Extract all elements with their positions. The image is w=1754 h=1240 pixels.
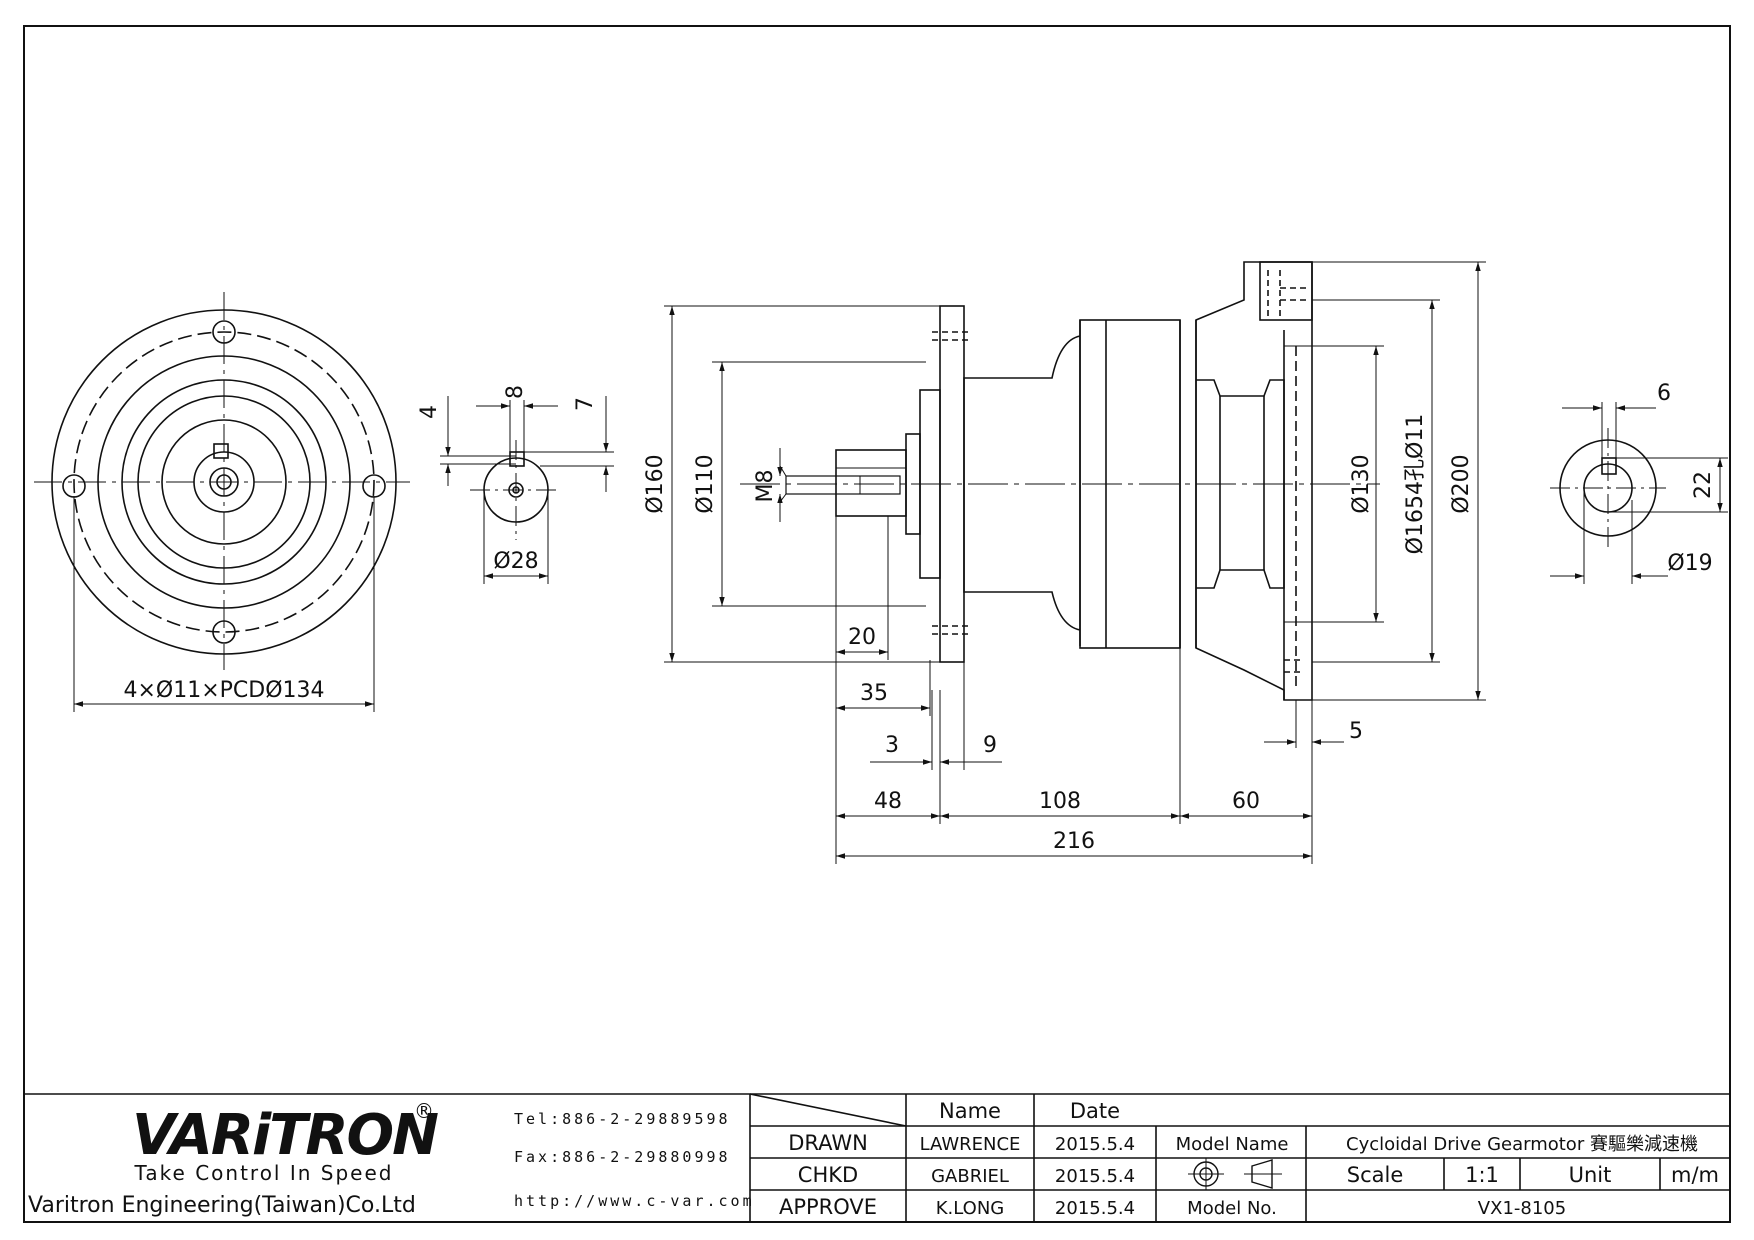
input-shaft-diameter-label: Ø28 — [493, 549, 538, 574]
output-shaft-height-label: 22 — [1691, 471, 1716, 499]
unit-label: Unit — [1569, 1163, 1612, 1187]
len-60-label: 60 — [1232, 789, 1260, 814]
registered-mark: ® — [414, 1099, 434, 1123]
dia-160-label: Ø160 — [643, 454, 668, 513]
role-checked: CHKD — [798, 1163, 858, 1187]
date-drawn: 2015.5.4 — [1055, 1134, 1135, 1155]
company-name: Varitron Engineering(Taiwan)Co.Ltd — [28, 1193, 416, 1218]
brand-logo: VARiTRON — [132, 1103, 438, 1168]
input-key-depth-label: 4 — [417, 405, 442, 419]
header-date: Date — [1070, 1099, 1120, 1123]
name-approve: K.LONG — [936, 1198, 1005, 1219]
len-9-label: 9 — [983, 733, 997, 758]
dia-130-label: Ø130 — [1349, 454, 1374, 513]
company-fax: Fax:886-2-29880998 — [514, 1148, 731, 1166]
model-no-label: Model No. — [1187, 1198, 1277, 1219]
name-drawn: LAWRENCE — [920, 1134, 1021, 1155]
output-shaft-diameter-label: Ø19 — [1667, 551, 1712, 576]
len-48-label: 48 — [874, 789, 902, 814]
len-35-label: 35 — [860, 681, 888, 706]
date-checked: 2015.5.4 — [1055, 1166, 1135, 1187]
len-108-label: 108 — [1039, 789, 1081, 814]
company-tel: Tel:886-2-29889598 — [514, 1110, 731, 1128]
name-checked: GABRIEL — [931, 1166, 1009, 1187]
title-block-grid — [24, 1093, 1730, 1222]
len-20-label: 20 — [848, 625, 876, 650]
model-no-value: VX1-8105 — [1478, 1198, 1566, 1219]
dia-110-label: Ø110 — [693, 454, 718, 513]
company-web: http://www.c-var.com — [514, 1192, 755, 1210]
side-view — [740, 261, 1380, 701]
bolt-circle-label: Ø1654孔Ø11 — [1403, 414, 1428, 555]
model-name-value: Cycloidal Drive Gearmotor 賽驅樂減速機 — [1346, 1133, 1698, 1155]
len-216-label: 216 — [1053, 829, 1095, 854]
model-name-label: Model Name — [1176, 1134, 1289, 1155]
len-3-label: 3 — [885, 733, 899, 758]
first-angle-projection-icon — [1188, 1158, 1282, 1190]
output-shaft-dimensions — [1550, 402, 1728, 584]
date-approve: 2015.5.4 — [1055, 1198, 1135, 1219]
len-5-label: 5 — [1349, 719, 1363, 744]
role-approve: APPROVE — [779, 1195, 877, 1219]
header-name: Name — [939, 1099, 1001, 1123]
input-shaft-view — [440, 396, 614, 584]
dia-200-label: Ø200 — [1449, 454, 1474, 513]
bolt-circle-dia: Ø165 — [1403, 495, 1428, 554]
front-view — [34, 292, 410, 712]
input-key-width-label: 8 — [503, 385, 528, 399]
scale-label: Scale — [1347, 1163, 1404, 1187]
slogan: Take Control In Speed — [134, 1161, 394, 1185]
role-drawn: DRAWN — [788, 1131, 868, 1155]
output-shaft-view — [1550, 428, 1666, 548]
thread-m8-label: M8 — [753, 470, 778, 503]
scale-value: 1:1 — [1465, 1163, 1499, 1187]
bolt-holes-spec: 4孔Ø11 — [1403, 414, 1428, 495]
pcd-label: 4×Ø11×PCDØ134 — [123, 678, 324, 703]
sheet-border — [23, 25, 1731, 1223]
output-key-width-label: 6 — [1657, 381, 1671, 406]
side-view-dimensions — [664, 261, 1486, 864]
unit-value: m/m — [1671, 1163, 1719, 1187]
input-key-height-label: 7 — [573, 397, 598, 411]
